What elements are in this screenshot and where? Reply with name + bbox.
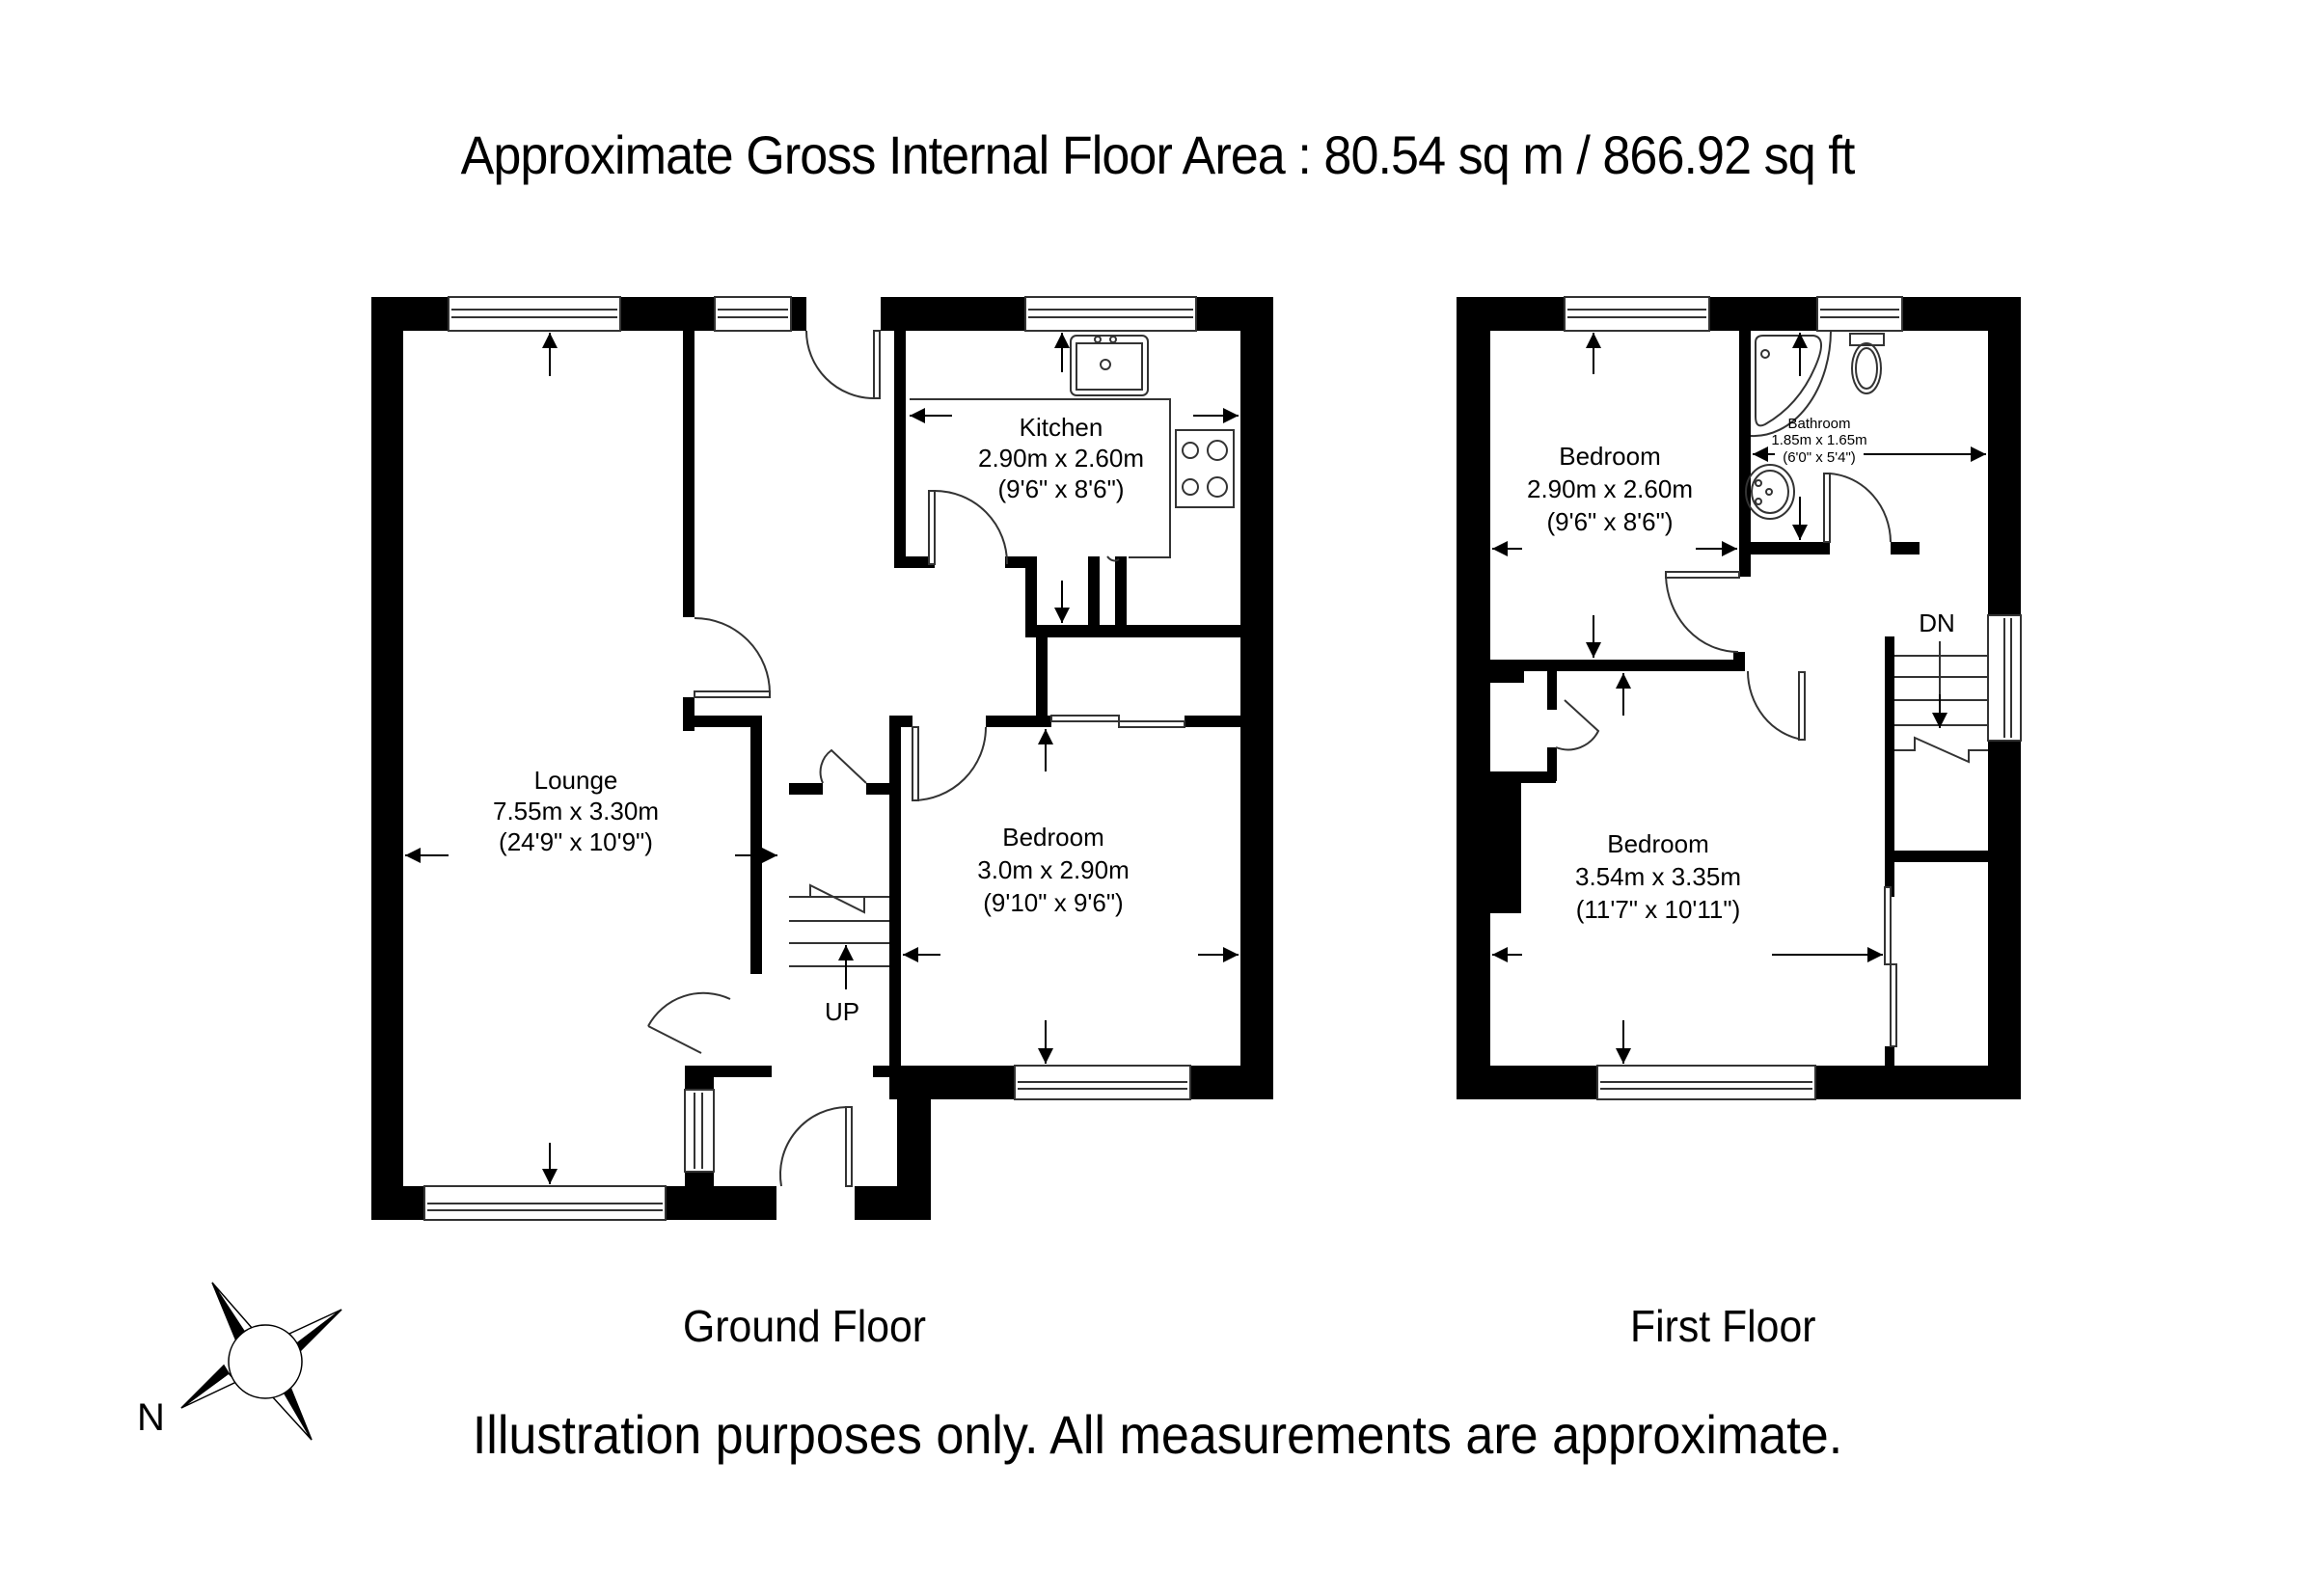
kitchen-fittings <box>910 335 1235 558</box>
stairs-down-label: DN <box>1919 609 1955 637</box>
ground-floor-dimension-arrows <box>405 333 1239 1184</box>
room-name-bathroom: Bathroom <box>1787 416 1850 432</box>
ground-floor-label: Ground Floor <box>683 1301 927 1351</box>
room-size-ground-bedroom: 3.0m x 2.90m <box>977 855 1130 884</box>
room-imperial-lounge: (24'9" x 10'9") <box>499 827 653 856</box>
first-floor-windows <box>1564 296 2022 1100</box>
first-floor-room-labels: Bedroom 2.90m x 2.60m (9'6" x 8'6") Bath… <box>1527 416 1955 924</box>
room-size-first-bedroom-2: 3.54m x 3.35m <box>1575 862 1741 891</box>
room-name-first-bedroom-2: Bedroom <box>1607 829 1709 858</box>
room-imperial-bathroom: (6'0" x 5'4") <box>1783 449 1856 466</box>
room-imperial-first-bedroom-1: (9'6" x 8'6") <box>1547 507 1674 536</box>
room-imperial-first-bedroom-2: (11'7" x 10'11") <box>1576 895 1741 924</box>
room-name-ground-bedroom: Bedroom <box>1002 823 1104 852</box>
ground-floor-plan <box>371 297 1273 1220</box>
ground-floor-windows <box>423 296 1197 1221</box>
first-floor-dimension-arrows <box>1492 333 1986 1064</box>
disclaimer-text: Illustration purposes only. All measurem… <box>472 1404 1843 1465</box>
floor-area-title: Approximate Gross Internal Floor Area : … <box>460 124 1856 185</box>
first-floor-doors-fittings <box>1555 330 1988 764</box>
ground-floor-room-labels: Lounge 7.55m x 3.30m (24'9" x 10'9") Kit… <box>493 413 1144 1026</box>
stairs-up-label: UP <box>825 997 859 1026</box>
room-name-lounge: Lounge <box>534 766 618 795</box>
room-name-kitchen: Kitchen <box>1020 413 1103 442</box>
compass-north-label: N <box>137 1396 165 1439</box>
room-imperial-kitchen: (9'6" x 8'6") <box>998 474 1125 503</box>
compass-rose-icon <box>180 1282 342 1441</box>
room-imperial-ground-bedroom: (9'10" x 9'6") <box>983 888 1123 917</box>
room-size-first-bedroom-1: 2.90m x 2.60m <box>1527 474 1693 503</box>
first-floor-label: First Floor <box>1630 1301 1816 1351</box>
room-size-lounge: 7.55m x 3.30m <box>493 797 659 825</box>
room-size-kitchen: 2.90m x 2.60m <box>978 444 1144 473</box>
first-floor-plan <box>1457 297 2021 1099</box>
room-size-bathroom: 1.85m x 1.65m <box>1771 432 1866 448</box>
ground-floor-doors <box>647 330 1120 1187</box>
room-name-first-bedroom-1: Bedroom <box>1559 442 1661 471</box>
